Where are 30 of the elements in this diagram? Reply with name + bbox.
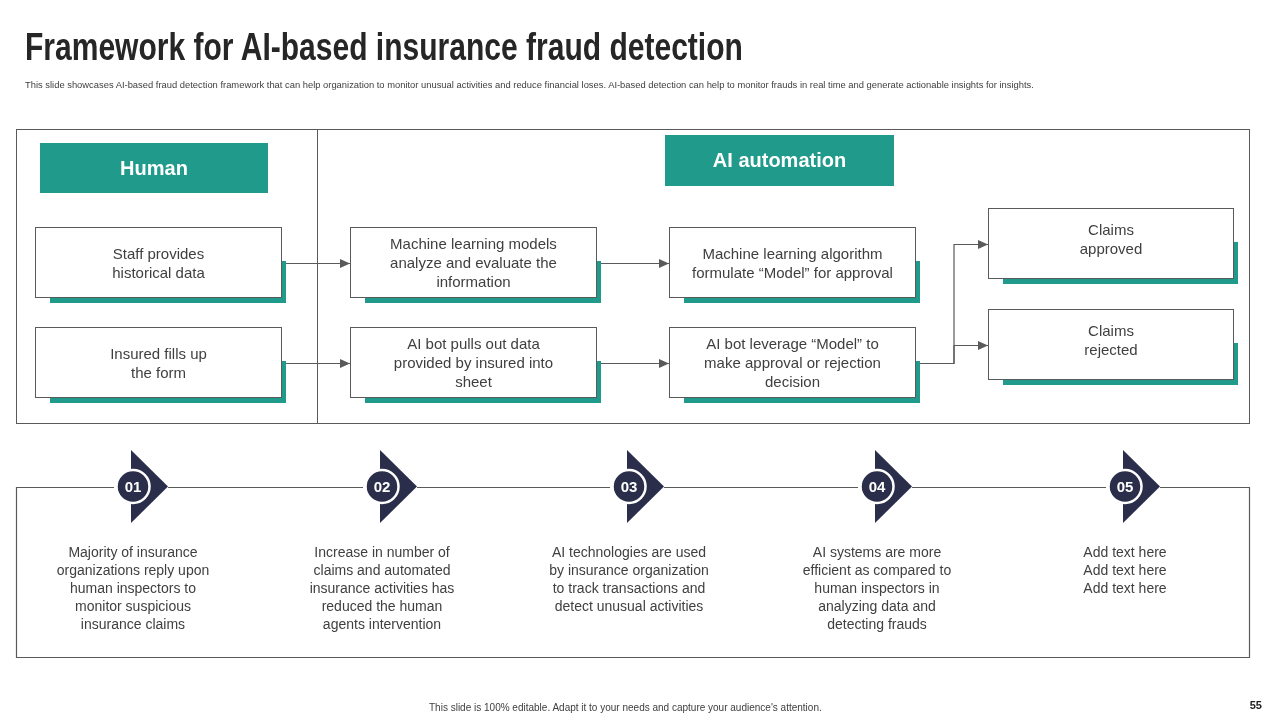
- connector-line: [167, 486, 364, 489]
- process-box: Machine learning models analyze and evaluate the information: [350, 227, 601, 303]
- arrow: [600, 259, 670, 268]
- footer-note: This slide is 100% editable. Adapt it to your needs and capture your audience's attention.: [429, 702, 822, 713]
- step-description: AI technologies are used by insurance organization to track transactions and detect unusual activities: [548, 543, 710, 615]
- process-box: Staff provides historical data: [35, 227, 286, 303]
- section-header: AI automation: [665, 135, 894, 186]
- connector-line: [911, 486, 1107, 489]
- step-description: Increase in number of claims and automated insurance activities has reduced the human agents intervention: [308, 543, 456, 633]
- step-description: AI systems are more efficient as compared to human inspectors in analyzing data and detecting frauds: [801, 543, 953, 633]
- section-panel: [318, 129, 1250, 424]
- arrow: [285, 259, 351, 268]
- arrow: [919, 341, 989, 365]
- process-box: AI bot pulls out data provided by insured into sheet: [350, 327, 601, 403]
- process-box: Insured fills up the form: [35, 327, 286, 403]
- connector-line: [416, 486, 611, 489]
- slide-title: Framework for AI-based insurance fraud detection: [25, 25, 743, 70]
- section-panel: [16, 129, 318, 424]
- process-box: Claims rejected: [988, 309, 1238, 385]
- step-description: Add text here Add text here Add text here: [1082, 543, 1168, 597]
- connector-line: [663, 486, 859, 489]
- section-header: Human: [40, 143, 268, 193]
- page-number: 55: [1249, 699, 1262, 711]
- slide-subtitle: This slide showcases AI-based fraud detection framework that can help organization to monitor unusual activities and reduce financial loses. AI-based detection can help to monitor frauds in real time and generate actionable insights for insights.: [25, 79, 1034, 90]
- step-description: Majority of insurance organizations reply upon human inspectors to monitor suspicious insurance claims: [55, 543, 211, 633]
- process-box: AI bot leverage “Model” to make approval or rejection decision: [669, 327, 920, 403]
- arrow: [600, 359, 670, 368]
- process-box: Machine learning algorithm formulate “Model” for approval: [669, 227, 920, 303]
- arrow: [285, 359, 351, 368]
- process-box: Claims approved: [988, 208, 1238, 284]
